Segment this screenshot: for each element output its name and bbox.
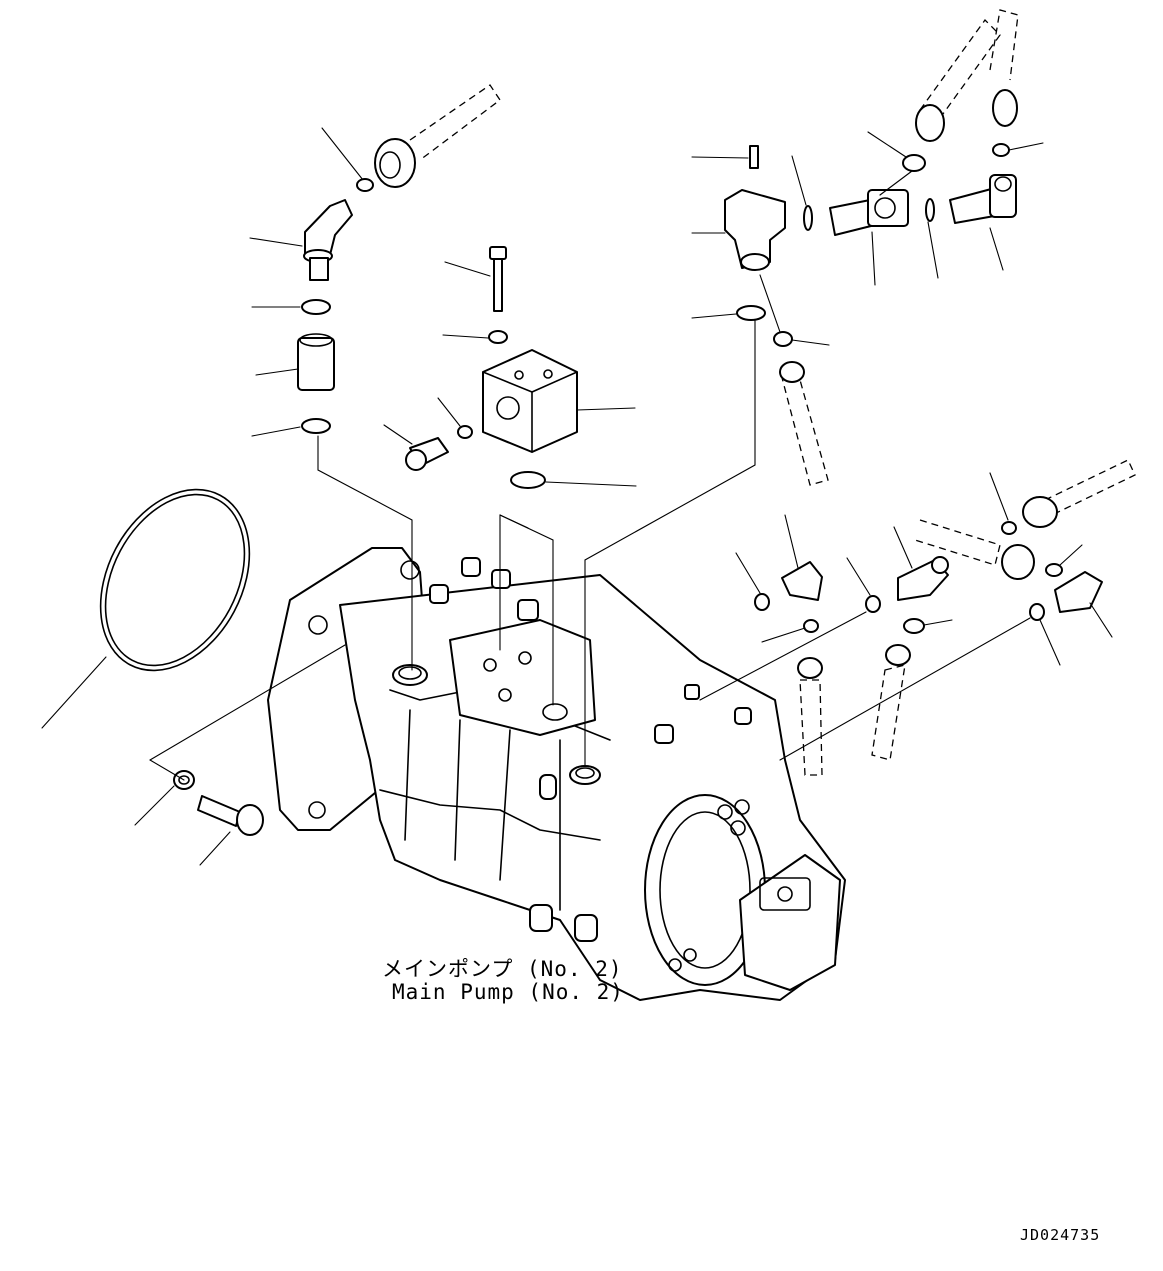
lower-right-fittings — [699, 459, 1136, 776]
caption-english: Main Pump (No. 2) — [392, 980, 624, 1004]
center-valve-block — [383, 246, 637, 706]
caption-japanese: メインポンプ (No. 2) — [382, 957, 623, 981]
left-fitting-stack — [249, 84, 501, 671]
drawing-code: JD024735 — [1020, 1226, 1101, 1244]
upper-right-fittings — [584, 9, 1044, 766]
mounting-bolt — [134, 644, 346, 866]
large-o-ring — [41, 488, 251, 729]
main-pump-body — [267, 547, 846, 1001]
